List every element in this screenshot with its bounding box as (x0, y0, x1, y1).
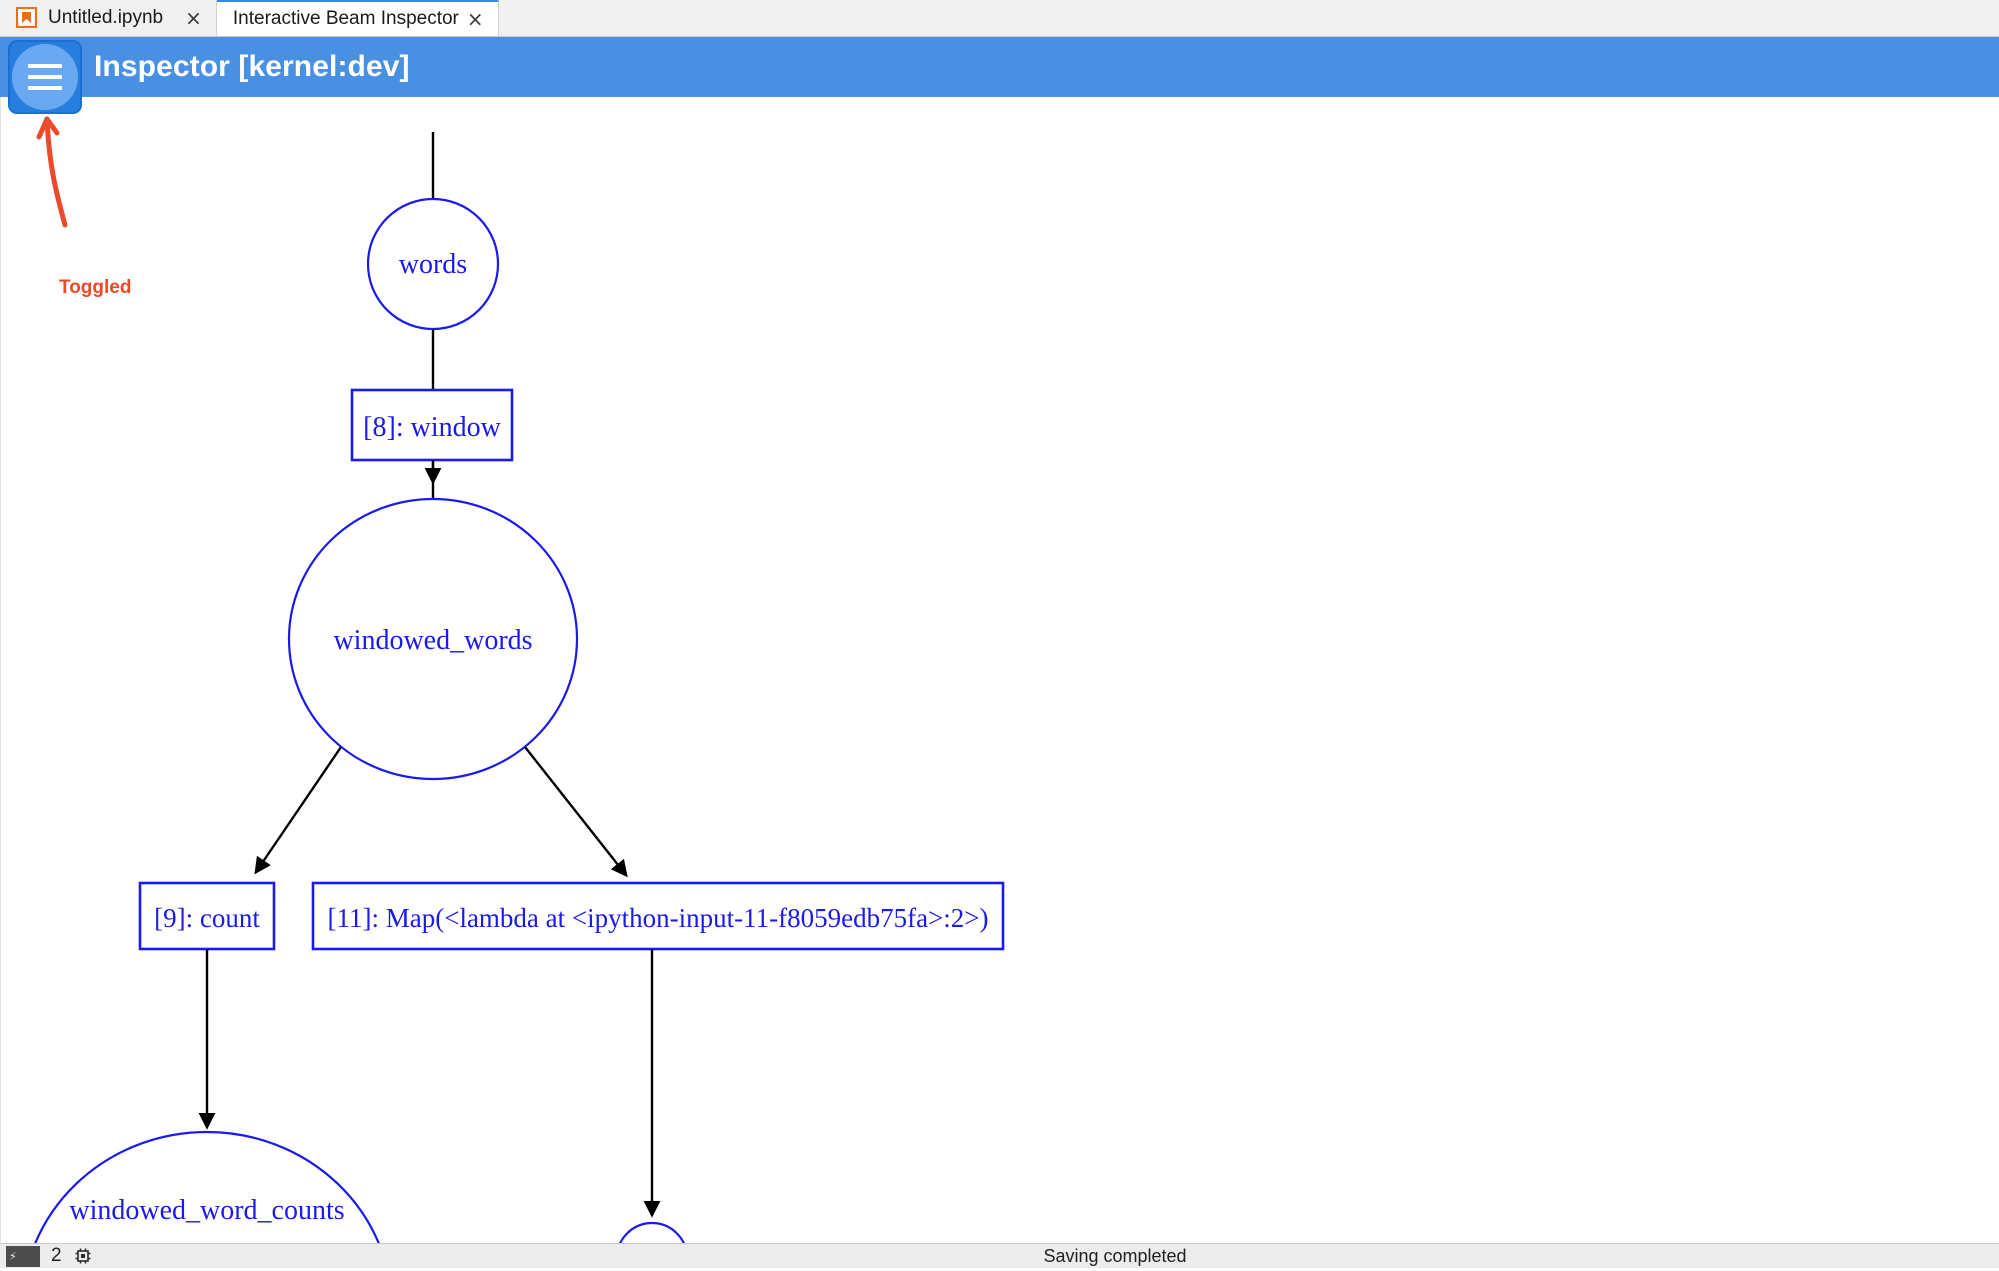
graph-node-label: windowed_word_counts (69, 1195, 344, 1226)
hamburger-bar (28, 86, 62, 90)
status-left-group: ⚡ 2 (0, 1245, 93, 1267)
page-title: Inspector [kernel:dev] (94, 50, 410, 84)
close-icon[interactable]: × (467, 9, 484, 29)
tab-bar-filler (499, 0, 1999, 36)
graph-node-window[interactable]: [8]: window (352, 390, 512, 460)
status-message: Saving completed (1043, 1246, 1186, 1267)
status-bar: ⚡ 2 Saving completed (0, 1243, 1999, 1268)
tab-untitled-ipynb[interactable]: Untitled.ipynb × (0, 0, 217, 36)
graph-node-label: [11]: Map(<lambda at <ipython-input-11-f… (328, 903, 989, 933)
tab-interactive-beam-inspector[interactable]: Interactive Beam Inspector × (217, 0, 499, 36)
graph-node-label: windowed_words (333, 625, 532, 656)
graph-node-windowed-words[interactable]: windowed_words (289, 499, 577, 779)
edge-windowed-words-to-map (525, 747, 626, 875)
hamburger-menu-button[interactable] (8, 40, 82, 114)
inspector-header: Inspector [kernel:dev] (0, 37, 1999, 97)
close-icon[interactable]: × (185, 8, 202, 28)
notebook-icon (16, 7, 37, 28)
annotation-label: Toggled (59, 277, 131, 299)
terminal-count[interactable]: 2 (51, 1245, 62, 1267)
graph-node-map[interactable]: [11]: Map(<lambda at <ipython-input-11-f… (313, 883, 1003, 949)
graph-node-unnamed[interactable] (617, 1223, 687, 1243)
hamburger-bar (28, 64, 62, 68)
cpu-icon[interactable] (73, 1246, 93, 1266)
graph-node-label: words (399, 249, 467, 280)
tab-label: Untitled.ipynb (48, 7, 163, 29)
graph-node-label: [8]: window (363, 412, 501, 443)
graph-node-words[interactable]: words (368, 199, 498, 329)
tab-label: Interactive Beam Inspector (233, 8, 459, 30)
edge-windowed-words-to-count (256, 747, 341, 872)
graph-node-count[interactable]: [9]: count (140, 883, 274, 949)
pipeline-graph: words [8]: window windowed_words (1, 97, 1999, 1243)
hamburger-bar (28, 75, 62, 79)
kernel-badge-glyph: ⚡ (9, 1250, 17, 1263)
graph-node-label: [9]: count (154, 903, 260, 933)
graph-node-windowed-word-counts[interactable]: windowed_word_counts (22, 1132, 392, 1243)
tab-bar: Untitled.ipynb × Interactive Beam Inspec… (0, 0, 1999, 37)
hamburger-icon (12, 44, 78, 110)
pipeline-graph-canvas[interactable]: words [8]: window windowed_words (0, 97, 1999, 1243)
kernel-badge-icon[interactable]: ⚡ (6, 1246, 40, 1267)
